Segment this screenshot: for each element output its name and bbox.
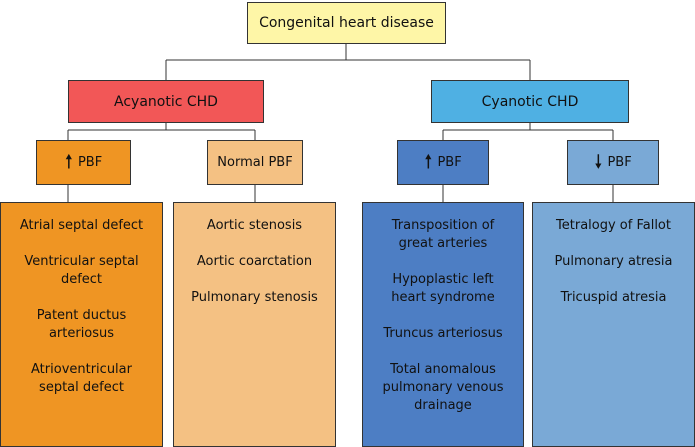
list-item: Atrioventricular septal defect xyxy=(31,362,132,395)
subgroup-label: Normal PBF xyxy=(217,155,293,170)
list-item: Total anomalous pulmonary venous drainag… xyxy=(382,362,504,413)
list-item: Pulmonary atresia xyxy=(554,254,673,269)
subgroup-acyanotic-normal-pbf: Normal PBF xyxy=(207,140,303,185)
category-acyanotic-label: Acyanotic CHD xyxy=(114,93,218,110)
list-item: Aortic coarctation xyxy=(196,254,313,269)
list-item: Hypoplastic left heart syndrome xyxy=(391,272,495,305)
list-item: Tricuspid atresia xyxy=(560,290,667,305)
list-item: Tetralogy of Fallot xyxy=(556,218,671,233)
category-cyanotic-label: Cyanotic CHD xyxy=(481,93,579,110)
arrow-up-icon: 🠕 xyxy=(424,151,433,173)
category-acyanotic: Acyanotic CHD xyxy=(68,80,264,123)
list-item: Pulmonary stenosis xyxy=(191,290,318,305)
list-item: Atrial septal defect xyxy=(19,218,144,233)
list-acyanotic-normal-pbf: Aortic stenosis Aortic coarctation Pulmo… xyxy=(173,202,336,447)
subgroup-cyanotic-decreased-pbf: 🠗 PBF xyxy=(567,140,659,185)
category-cyanotic: Cyanotic CHD xyxy=(431,80,629,123)
list-cyanotic-decreased-pbf: Tetralogy of Fallot Pulmonary atresia Tr… xyxy=(532,202,695,447)
list-cyanotic-increased-pbf: Transposition of great arteries Hypoplas… xyxy=(362,202,524,447)
subgroup-label: PBF xyxy=(77,155,103,170)
list-item: Ventricular septal defect xyxy=(24,254,139,287)
root-node: Congenital heart disease xyxy=(247,2,446,44)
list-acyanotic-increased-pbf: Atrial septal defect Ventricular septal … xyxy=(0,202,163,447)
arrow-down-icon: 🠗 xyxy=(594,151,603,173)
list-item: Transposition of great arteries xyxy=(391,218,495,251)
subgroup-cyanotic-increased-pbf: 🠕 PBF xyxy=(397,140,489,185)
subgroup-label: PBF xyxy=(437,155,462,170)
list-item: Aortic stenosis xyxy=(206,218,303,233)
list-item: Patent ductus arteriosus xyxy=(36,308,127,341)
arrow-up-icon: 🠕 xyxy=(64,151,73,173)
subgroup-acyanotic-increased-pbf: 🠕 PBF xyxy=(36,140,131,185)
root-label: Congenital heart disease xyxy=(259,15,434,31)
list-item: Truncus arteriosus xyxy=(383,326,503,341)
subgroup-label: PBF xyxy=(607,155,632,170)
